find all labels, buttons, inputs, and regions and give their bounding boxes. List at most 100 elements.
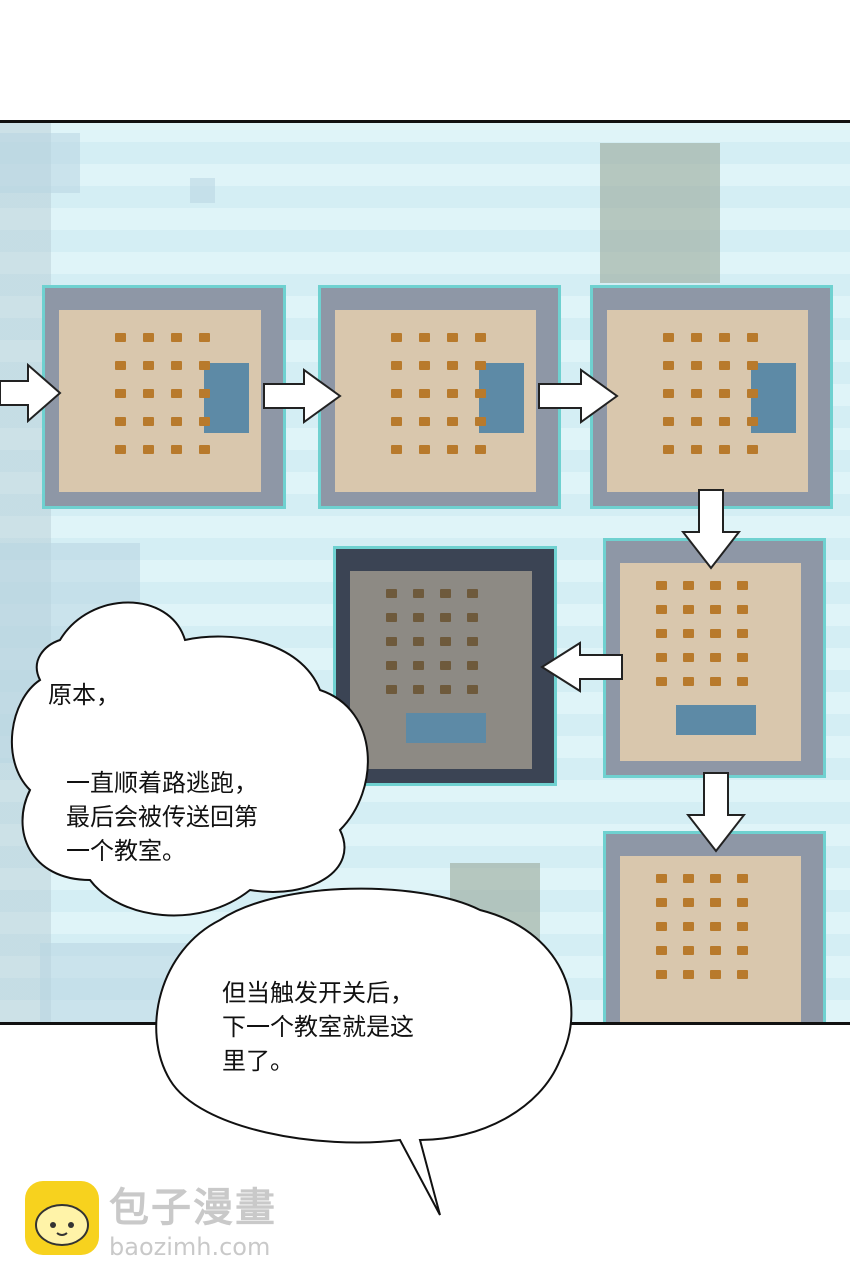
desk <box>171 417 182 426</box>
desk <box>199 417 210 426</box>
desk <box>656 605 667 614</box>
desk <box>663 361 674 370</box>
desk <box>440 661 451 670</box>
desk <box>737 629 748 638</box>
desk <box>719 389 730 398</box>
desk <box>737 581 748 590</box>
desk <box>386 685 397 694</box>
classroom-3 <box>590 285 833 509</box>
desk <box>386 661 397 670</box>
desk <box>419 389 430 398</box>
bubble-1-text: 一直顺着路逃跑， 最后会被传送回第 一个教室。 <box>66 769 258 865</box>
desk <box>683 629 694 638</box>
classroom-2 <box>318 285 561 509</box>
desk <box>171 333 182 342</box>
desk <box>737 605 748 614</box>
desk <box>143 417 154 426</box>
desk <box>475 445 486 454</box>
arrow-down-icon <box>686 772 746 853</box>
desk <box>419 361 430 370</box>
bubble-1-line1: 原本， <box>48 681 120 709</box>
desk <box>691 445 702 454</box>
desk <box>719 445 730 454</box>
desk <box>683 970 694 979</box>
desk <box>683 581 694 590</box>
desk <box>386 637 397 646</box>
desk <box>413 661 424 670</box>
desk <box>171 361 182 370</box>
desk <box>710 677 721 686</box>
desk <box>710 581 721 590</box>
desk <box>747 445 758 454</box>
desk <box>683 677 694 686</box>
desk <box>656 898 667 907</box>
desk <box>747 361 758 370</box>
desk <box>143 361 154 370</box>
arrow-right-icon <box>538 368 619 424</box>
desk <box>656 677 667 686</box>
desk <box>447 445 458 454</box>
desk <box>419 445 430 454</box>
desk <box>447 333 458 342</box>
desk <box>199 445 210 454</box>
desk <box>683 922 694 931</box>
desk <box>737 677 748 686</box>
desk <box>143 445 154 454</box>
arrow-right-icon <box>0 363 62 423</box>
desk <box>447 389 458 398</box>
desk <box>737 874 748 883</box>
desk <box>391 389 402 398</box>
desk <box>737 898 748 907</box>
desk <box>440 637 451 646</box>
desk <box>656 581 667 590</box>
desk <box>475 389 486 398</box>
desk <box>199 361 210 370</box>
desk <box>143 389 154 398</box>
desk <box>447 361 458 370</box>
desk <box>115 333 126 342</box>
desk <box>710 898 721 907</box>
arrow-left-icon <box>540 641 623 693</box>
desk <box>663 333 674 342</box>
desk <box>115 389 126 398</box>
watermark: 包子漫畫 baozimh.com <box>25 1175 277 1261</box>
desk <box>656 653 667 662</box>
desk <box>737 922 748 931</box>
map-panel <box>0 120 850 1025</box>
desk <box>199 333 210 342</box>
bun-logo-icon <box>25 1181 99 1255</box>
desk <box>467 661 478 670</box>
desk <box>475 417 486 426</box>
desk <box>663 417 674 426</box>
desk <box>663 389 674 398</box>
desk <box>663 445 674 454</box>
desk <box>656 970 667 979</box>
speech-bubble-2 <box>155 887 573 1216</box>
desk <box>683 898 694 907</box>
desk <box>691 389 702 398</box>
desk <box>440 613 451 622</box>
desk <box>391 333 402 342</box>
bubble-2-text: 但当触发开关后， 下一个教室就是这 里了。 <box>222 979 414 1075</box>
classroom-5 <box>603 831 826 1022</box>
desk <box>413 613 424 622</box>
desk <box>710 946 721 955</box>
desk <box>719 333 730 342</box>
desk <box>413 685 424 694</box>
desk <box>391 361 402 370</box>
desk <box>467 589 478 598</box>
desk <box>413 637 424 646</box>
desk <box>719 417 730 426</box>
desk <box>656 946 667 955</box>
arrow-right-icon <box>263 368 342 424</box>
classroom-4 <box>603 538 826 778</box>
desk <box>656 874 667 883</box>
classroom-hidden <box>333 546 557 786</box>
desk <box>710 653 721 662</box>
desk <box>391 417 402 426</box>
desk <box>737 946 748 955</box>
desk <box>683 605 694 614</box>
desk <box>683 946 694 955</box>
desk <box>467 685 478 694</box>
desk <box>440 589 451 598</box>
